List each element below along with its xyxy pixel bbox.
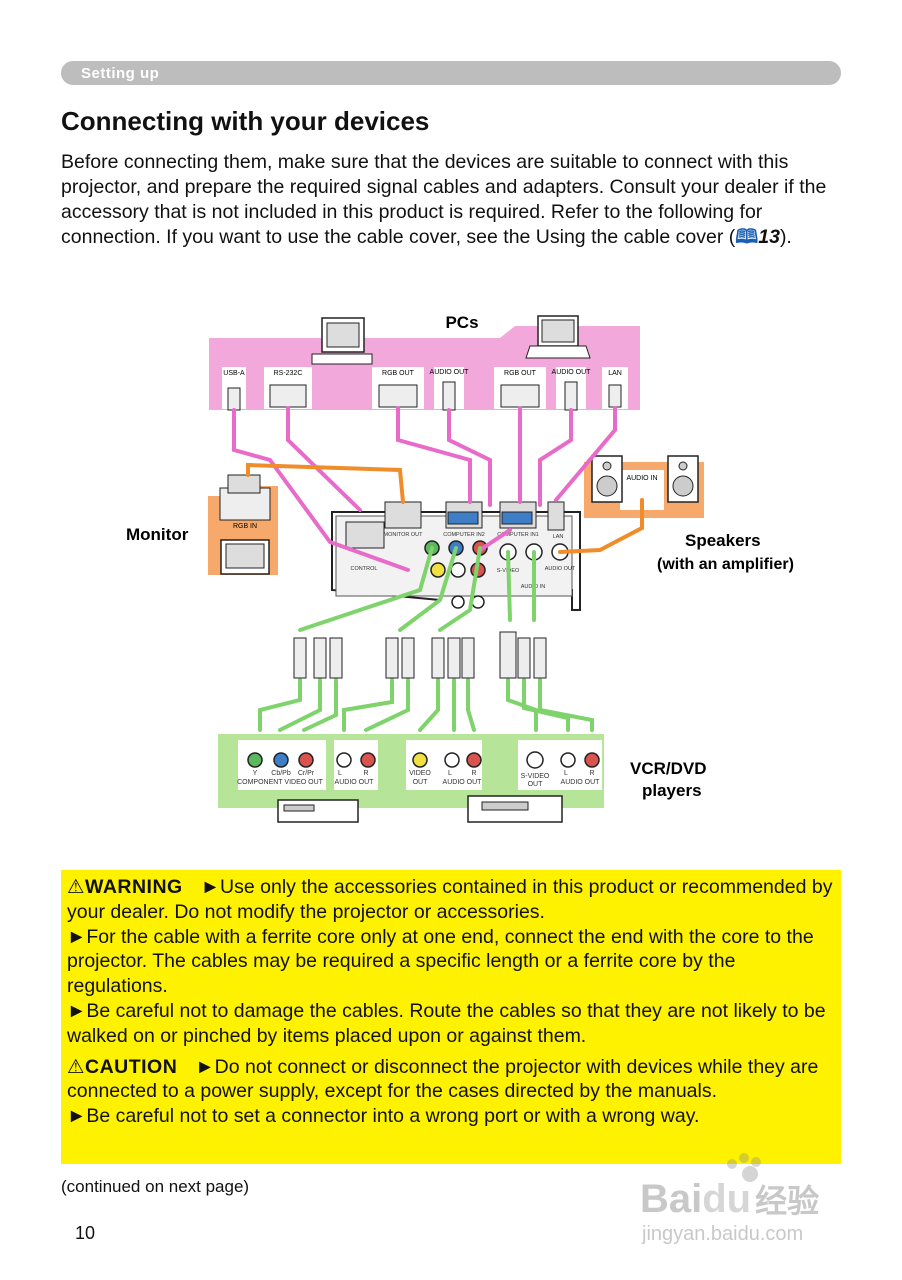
pc-zone: PCs USB-A RS-232C RGB OUT AUDIO OUT RGB …: [209, 313, 640, 411]
port-lan: LAN: [608, 370, 622, 377]
svg-text:AUDIO OUT: AUDIO OUT: [545, 566, 576, 572]
intro-text: Before connecting them, make sure that t…: [61, 151, 827, 248]
svg-text:OUT: OUT: [413, 779, 429, 786]
svg-text:COMPONENT VIDEO OUT: COMPONENT VIDEO OUT: [237, 779, 324, 786]
vcr-label-1: VCR/DVD: [630, 759, 707, 778]
svg-text:COMPUTER IN1: COMPUTER IN1: [497, 532, 539, 538]
caution-item-2: ►Be careful not to set a connector into …: [67, 1105, 700, 1128]
speaker-zone: AUDIO IN Speakers (with an amplifier): [584, 455, 794, 573]
port-speaker-audio-in: AUDIO IN: [626, 475, 657, 482]
svg-text:R: R: [589, 770, 594, 777]
svg-text:R: R: [363, 770, 368, 777]
page-title: Connecting with your devices: [61, 106, 430, 136]
svg-text:OUT: OUT: [528, 781, 544, 788]
port-audio-out-1: AUDIO OUT: [430, 369, 470, 376]
svg-text:AUDIO OUT: AUDIO OUT: [443, 779, 483, 786]
monitor-zone: RGB IN Monitor: [126, 474, 278, 575]
intro-end: ).: [779, 226, 792, 248]
page-number: 10: [75, 1223, 96, 1243]
svg-text:S-VIDEO: S-VIDEO: [521, 773, 550, 780]
svg-text:AUDIO OUT: AUDIO OUT: [561, 779, 601, 786]
svg-text:R: R: [471, 770, 476, 777]
pcs-label: PCs: [445, 313, 478, 332]
monitor-label: Monitor: [126, 525, 189, 544]
monitor-icon: [220, 539, 270, 575]
svg-text:VIDEO: VIDEO: [409, 770, 431, 777]
port-audio-out-2: AUDIO OUT: [552, 369, 592, 376]
port-usb-a: USB-A: [223, 370, 245, 377]
warning-item-2: ►For the cable with a ferrite core only …: [67, 925, 814, 998]
warning-item-3: ►Be careful not to damage the cables. Ro…: [67, 999, 826, 1047]
svg-text:L: L: [564, 770, 568, 777]
svg-text:jingyan.baidu.com: jingyan.baidu.com: [641, 1223, 803, 1245]
port-rgb-in: RGB IN: [233, 523, 257, 530]
dvd-player-icon: [277, 799, 359, 823]
vcr-player-icon: [467, 795, 563, 823]
svg-text:AUDIO OUT: AUDIO OUT: [335, 779, 375, 786]
continued-note: (continued on next page): [61, 1177, 250, 1196]
warning-box: ⚠WARNING►Use only the accessories contai…: [61, 870, 841, 1164]
svg-text:L: L: [338, 770, 342, 777]
caution-icon: ⚠: [67, 1055, 85, 1078]
vcr-zone: Y Cb/Pb Cr/Pr COMPONENT VIDEO OUT L R AU…: [218, 734, 707, 823]
section-header-label: Setting up: [81, 65, 160, 82]
svg-text:MONITOR OUT: MONITOR OUT: [383, 532, 423, 538]
desktop-pc-icon: [311, 317, 373, 365]
port-rgb-out-1: RGB OUT: [382, 370, 415, 377]
svg-text:Y: Y: [253, 770, 258, 777]
warning-label: ⚠WARNING: [67, 876, 183, 898]
warning-item-1: ⚠WARNING►Use only the accessories contai…: [67, 876, 833, 923]
book-icon: 🕮: [735, 226, 759, 248]
speaker-icon: [591, 455, 699, 503]
svg-text:Cr/Pr: Cr/Pr: [298, 770, 315, 777]
svg-text:L: L: [448, 770, 452, 777]
port-rs232c: RS-232C: [274, 370, 303, 377]
svg-text:LAN: LAN: [553, 534, 564, 540]
laptop-icon: [525, 315, 591, 359]
port-rgb-out-2: RGB OUT: [504, 370, 537, 377]
caution-item-1: ⚠CAUTION►Do not connect or disconnect th…: [67, 1055, 819, 1103]
svg-text:Cb/Pb: Cb/Pb: [271, 770, 291, 777]
speakers-label: Speakers: [685, 531, 761, 550]
cables: [232, 406, 644, 732]
intro-paragraph: Before connecting them, make sure that t…: [61, 150, 851, 250]
svg-text:COMPUTER IN2: COMPUTER IN2: [443, 532, 485, 538]
speakers-note: (with an amplifier): [657, 556, 794, 573]
connection-diagram: PCs USB-A RS-232C RGB OUT AUDIO OUT RGB …: [126, 313, 794, 823]
page-reference: 13: [758, 226, 780, 248]
caution-label: ⚠CAUTION: [67, 1055, 178, 1078]
svg-text:CONTROL: CONTROL: [351, 566, 378, 572]
section-header-bar: Setting up: [61, 61, 841, 85]
plug-cluster: [293, 631, 547, 679]
warning-icon: ⚠: [67, 876, 85, 898]
vcr-label-2: players: [642, 781, 702, 800]
